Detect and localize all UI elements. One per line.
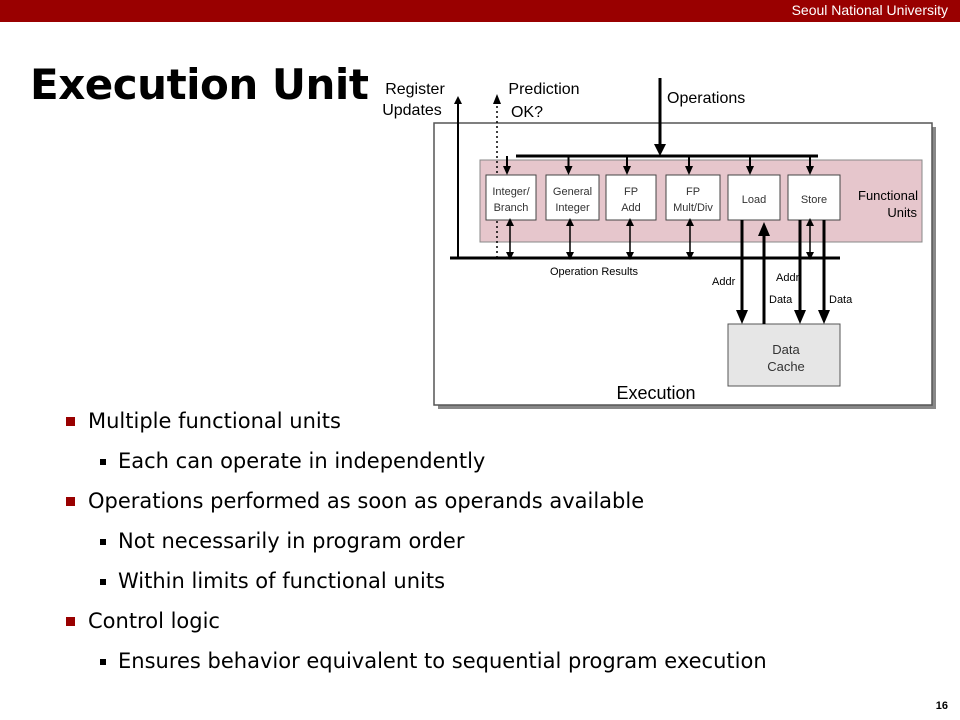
unit-drop-arrowhead: [564, 166, 573, 175]
functional-unit-box: [727, 174, 781, 221]
functional-unit-box: [787, 174, 841, 221]
register-label-2: Updates: [382, 102, 442, 119]
sub-bullet-item: Each can operate in independently: [66, 446, 767, 486]
unit-drop-arrowhead: [623, 166, 631, 175]
sub-bullet-item: Not necessarily in program order: [66, 526, 767, 566]
prediction-arrowhead: [493, 94, 501, 104]
functional-unit-label: Add: [621, 202, 641, 214]
load-addr-arrowhead: [736, 310, 748, 324]
bullet-text: Within limits of functional units: [118, 569, 446, 593]
bullet-text: Not necessarily in program order: [118, 529, 465, 553]
data-cache-box: [727, 323, 841, 387]
functional-unit-label: Load: [742, 194, 766, 206]
unit-drop-arrowhead: [746, 166, 754, 175]
bullet-marker-icon: [100, 579, 106, 585]
functional-unit-label: General: [553, 186, 592, 198]
bullet-text: Ensures behavior equivalent to sequentia…: [118, 649, 767, 673]
execution-label: Execution: [616, 383, 695, 403]
bullet-marker-icon: [100, 659, 106, 665]
unit-drop-arrowhead: [685, 166, 693, 175]
bullet-marker-icon: [100, 539, 106, 545]
header-bar: Seoul National University: [0, 0, 960, 22]
bullet-marker-icon: [66, 617, 75, 626]
functional-units-label-1: Functional: [858, 188, 918, 203]
functional-unit-label: FP: [624, 186, 638, 198]
functional-unit-label: Mult/Div: [673, 202, 713, 214]
unit-drop-arrowhead: [806, 166, 814, 175]
operations-label: Operations: [667, 90, 745, 107]
bullet-text: Control logic: [88, 609, 220, 633]
operation-results-label: Operation Results: [550, 266, 639, 278]
unit-drops: [503, 156, 814, 175]
functional-unit-label: Integer/: [492, 186, 530, 198]
bullet-item: Control logic: [66, 606, 767, 646]
sub-bullet-item: Ensures behavior equivalent to sequentia…: [66, 646, 767, 686]
store-data-label: Data: [829, 294, 853, 306]
load-data-label: Data: [769, 294, 793, 306]
bullet-item: Multiple functional units: [66, 406, 767, 446]
data-cache-label-1: Data: [772, 342, 800, 357]
store-addr-label: Addr: [776, 272, 800, 284]
result-arrows: [506, 218, 814, 260]
bullet-text: Multiple functional units: [88, 409, 341, 433]
store-data-arrowhead: [818, 310, 830, 324]
bullet-marker-icon: [66, 417, 75, 426]
prediction-label-1: Prediction: [508, 81, 579, 98]
unit-drop-arrowhead: [503, 166, 511, 175]
functional-unit-box: [545, 174, 600, 221]
page-number: 16: [935, 700, 948, 712]
data-cache-label-2: Cache: [767, 359, 805, 374]
bullet-text: Operations performed as soon as operands…: [88, 489, 645, 513]
functional-unit-label: FP: [686, 186, 700, 198]
functional-unit-label: Integer: [555, 202, 590, 214]
bullet-marker-icon: [100, 459, 106, 465]
bullet-marker-icon: [66, 497, 75, 506]
functional-unit-label: Store: [801, 194, 827, 206]
functional-unit-box: [665, 174, 721, 221]
store-addr-arrowhead: [794, 310, 806, 324]
prediction-label-2: OK?: [511, 104, 543, 121]
load-addr-label: Addr: [712, 276, 736, 288]
university-name: Seoul National University: [791, 2, 948, 18]
operations-arrowhead: [654, 144, 666, 156]
sub-bullet-item: Within limits of functional units: [66, 566, 767, 606]
functional-unit-label: Branch: [494, 202, 529, 214]
slide-title: Execution Unit: [30, 60, 369, 109]
bullet-item: Operations performed as soon as operands…: [66, 486, 767, 526]
bullet-text: Each can operate in independently: [118, 449, 486, 473]
load-data-arrowhead: [758, 222, 770, 236]
functional-units-label-2: Units: [887, 205, 917, 220]
register-label-1: Register: [385, 81, 445, 98]
